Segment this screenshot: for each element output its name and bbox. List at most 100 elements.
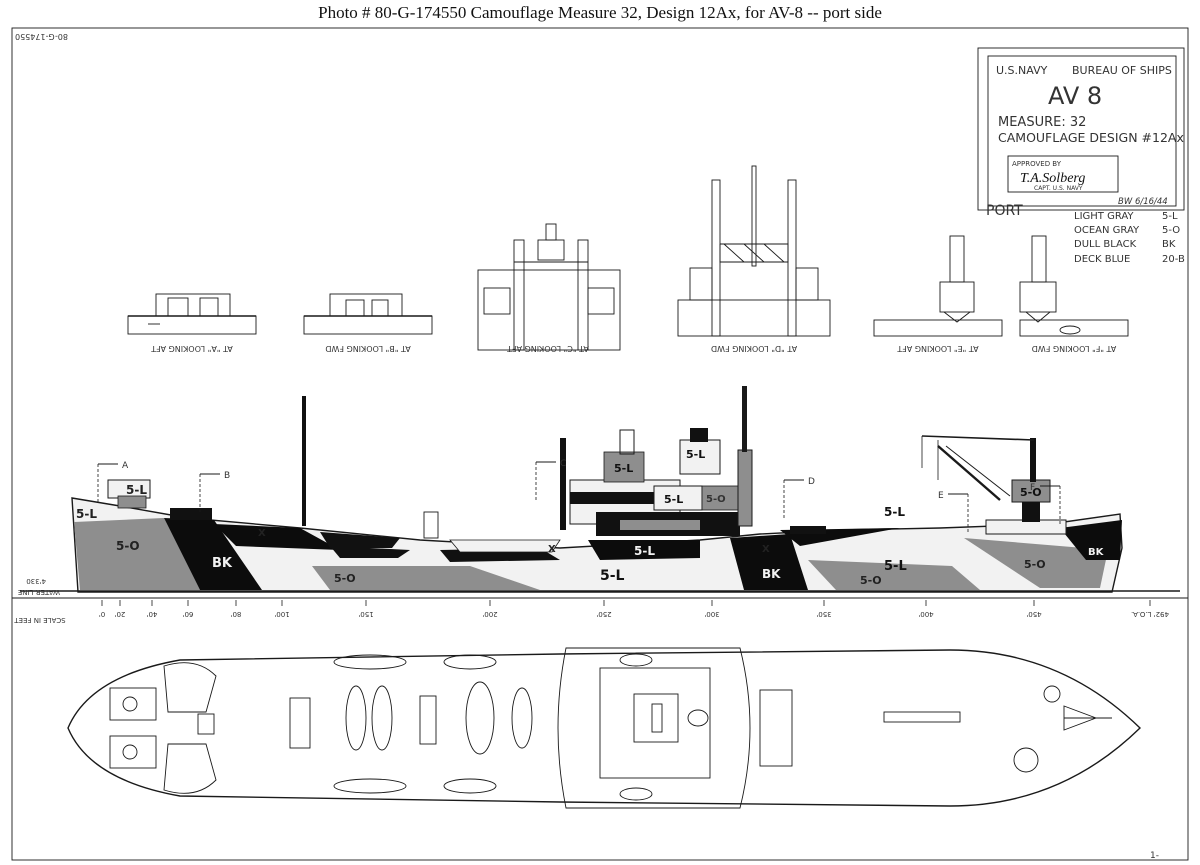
patch-ocean-3 xyxy=(808,560,980,590)
legend-name: LIGHT GRAY xyxy=(1074,211,1134,222)
label-5l-aft-2: 5-L xyxy=(884,505,905,519)
scale-label: SCALE IN FEET xyxy=(14,616,66,624)
initials-date: BW 6/16/44 xyxy=(1118,197,1168,207)
deck-outline xyxy=(67,649,1142,807)
section-label-a: AT "A" LOOKING AFT xyxy=(151,344,233,353)
legend-name: DECK BLUE xyxy=(1074,254,1130,265)
scale-tick-label: 350' xyxy=(816,610,831,618)
approver-rank: CAPT. U.S. NAVY xyxy=(1034,185,1083,192)
patch-ocean-4 xyxy=(964,538,1108,588)
scale-tick-label: 0' xyxy=(99,610,105,618)
label-bk-2: BK xyxy=(762,567,781,581)
label-x-2: X xyxy=(548,544,556,555)
section-label-d: AT "D" LOOKING FWD xyxy=(711,344,797,353)
patch-ocean-2 xyxy=(312,566,540,590)
label-bk-3: BK xyxy=(1088,547,1105,558)
legend-code: 20-B xyxy=(1162,254,1185,265)
title-org-right: BUREAU OF SHIPS xyxy=(1072,64,1172,77)
label-5l-super: 5-L xyxy=(614,462,633,475)
scale-tick-label: 20' xyxy=(115,610,126,618)
patch-black-5 xyxy=(588,540,700,560)
section-view-a xyxy=(127,293,257,335)
scale-tick-label: 200' xyxy=(482,610,497,618)
legend-name: DULL BLACK xyxy=(1074,239,1137,250)
section-view-e xyxy=(873,235,1003,337)
title-design: CAMOUFLAGE DESIGN #12Ax xyxy=(998,130,1184,145)
waterline-label: WATER LINE xyxy=(18,588,60,596)
page-corner: 1- xyxy=(1150,851,1159,861)
label-5l-deck: 5-L xyxy=(634,544,655,558)
sheet-border xyxy=(11,27,1189,861)
patch-black-1 xyxy=(164,518,262,590)
scale-tick-label: 250' xyxy=(596,610,611,618)
section-label-e: AT "E" LOOKING AFT xyxy=(897,344,978,353)
label-5l-bridge: 5-L xyxy=(686,448,705,461)
scale-tick-label: 300' xyxy=(704,610,719,618)
approval-box xyxy=(1007,155,1119,193)
patch-black-2 xyxy=(214,524,340,550)
label-5o-4: 5-O xyxy=(1024,558,1046,571)
patch-black-3 xyxy=(330,546,410,558)
scale-in-feet: 0' 20' 40' 60' 80' 100' 150' 200' 250' 300' 350' 40… xyxy=(14,600,1169,624)
section-markers: A B C D E F xyxy=(97,459,1061,534)
section-label-b: AT "B" LOOKING FWD xyxy=(325,344,410,353)
marker-b: B xyxy=(224,471,230,481)
section-label-f: AT "F" LOOKING FWD xyxy=(1032,344,1117,353)
legend-code: 5-O xyxy=(1162,225,1180,236)
scale-tick-label: 450' xyxy=(1026,610,1041,618)
title-block: U.S.NAVY BUREAU OF SHIPS AV 8 MEASURE: 3… xyxy=(977,47,1185,211)
ship-profile xyxy=(20,386,1180,593)
profile-paint-labels: 5-L 5-L 5-O BK X 5-O X 5-L 5-L X BK 5-L … xyxy=(76,448,1105,587)
patch-ocean-bow xyxy=(74,518,200,590)
patch-black-7 xyxy=(1060,520,1122,560)
marker-a: A xyxy=(122,461,129,471)
section-label-c: AT "C" LOOKING AFT xyxy=(507,344,589,353)
patch-black-6 xyxy=(730,534,808,590)
marker-e: E xyxy=(938,491,944,501)
waterline-value: 4'330 xyxy=(26,577,46,585)
marker-d: D xyxy=(808,477,815,487)
section-view-b xyxy=(303,293,433,335)
approved-label: APPROVED BY xyxy=(1012,160,1062,168)
title-org-left: U.S.NAVY xyxy=(996,64,1048,77)
label-5l-bow: 5-L xyxy=(76,507,97,521)
approver-signature: T.A.Solberg xyxy=(1020,171,1085,186)
label-bk-1: BK xyxy=(212,556,233,571)
side-label: PORT xyxy=(986,203,1023,219)
ship-plan-view xyxy=(67,647,1142,809)
photo-caption: Photo # 80-G-174550 Camouflage Measure 3… xyxy=(318,3,882,22)
marker-f: F xyxy=(1030,483,1035,493)
paint-legend: LIGHT GRAY 5-L OCEAN GRAY 5-O DULL BLACK BK DE… xyxy=(1074,211,1185,265)
section-view-d xyxy=(677,165,831,337)
legend-code: 5-L xyxy=(1162,211,1178,222)
scale-tick-label: 150' xyxy=(358,610,373,618)
label-5o-crane: 5-O xyxy=(1020,486,1042,499)
scale-tick-label: 40' xyxy=(147,610,158,618)
label-5l-house: 5-L xyxy=(664,493,683,506)
title-measure: MEASURE: 32 xyxy=(998,115,1086,130)
label-5l-aft: 5-L xyxy=(884,559,907,574)
scale-tick-label: 60' xyxy=(183,610,194,618)
label-x-3: X xyxy=(762,544,770,555)
label-5l-main: 5-L xyxy=(600,568,625,584)
label-5o-2: 5-O xyxy=(334,572,356,585)
label-x-1: X xyxy=(258,528,266,539)
section-view-f xyxy=(1019,235,1129,337)
scale-tick-label: 492' L.O.A. xyxy=(1131,610,1169,618)
legend-name: OCEAN GRAY xyxy=(1074,225,1140,236)
label-5l-gun: 5-L xyxy=(126,483,147,497)
bridge-outline xyxy=(557,647,751,809)
legend-code: BK xyxy=(1162,239,1176,250)
scale-tick-label: 100' xyxy=(274,610,289,618)
marker-c: C xyxy=(560,459,566,469)
photo-id-small: 80-G-174550 xyxy=(15,32,68,41)
title-ship: AV 8 xyxy=(1048,82,1102,110)
label-5o-bow: 5-O xyxy=(116,539,140,553)
scale-tick-label: 80' xyxy=(231,610,242,618)
label-5o-house: 5-O xyxy=(706,494,726,505)
section-labels: AT "A" LOOKING AFT AT "B" LOOKING FWD AT "… xyxy=(151,344,1116,353)
scale-tick-label: 400' xyxy=(918,610,933,618)
label-5o-3: 5-O xyxy=(860,574,882,587)
section-view-c xyxy=(477,223,621,351)
